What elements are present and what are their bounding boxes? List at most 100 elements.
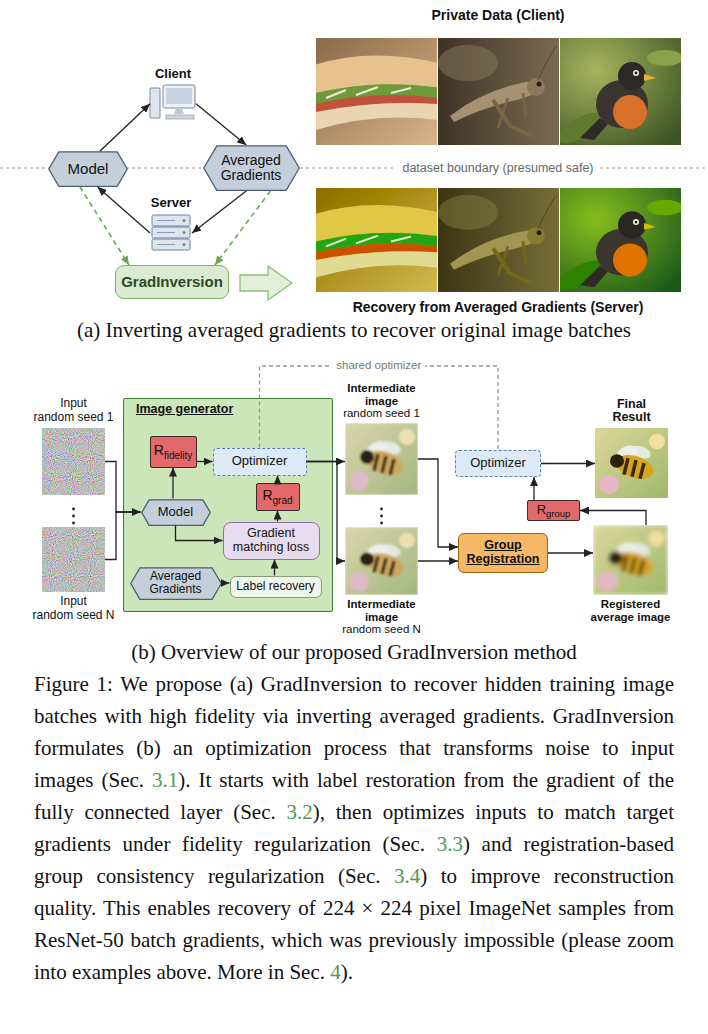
node-label: Registered average image	[586, 598, 676, 623]
outside-caption: Intermediate imagerandom seed 1	[337, 382, 427, 420]
regularizer-box: Rgroup	[527, 500, 580, 521]
text-group: GradInversion	[120, 273, 224, 290]
node-label: R	[537, 502, 546, 517]
recovered-image	[553, 188, 683, 296]
recovered-image	[438, 188, 559, 292]
connector-arrow	[260, 366, 499, 450]
node-label: Label recovery	[235, 580, 317, 594]
noise-image-node: Inputrandom seed N	[42, 527, 105, 592]
subfigure-caption: (a) Inverting averaged gradients to reco…	[77, 318, 631, 343]
node-sublabel: random seed 1	[29, 411, 119, 425]
average-image	[593, 525, 668, 595]
section-ref: 3.2	[287, 800, 313, 824]
connector-arrow	[580, 511, 646, 526]
outside-caption: Client	[133, 67, 213, 82]
noise-image-node: Inputrandom seed 1	[42, 428, 105, 495]
connector-arrow	[277, 476, 278, 483]
outside-caption: Inputrandom seed N	[29, 595, 119, 623]
hexagon-outline	[141, 499, 210, 525]
connector-arrow	[105, 512, 141, 560]
panel-label: Recovery from Averaged Gradients (Server…	[353, 299, 644, 316]
connector-arrow	[100, 104, 150, 151]
text-group: Group Registration	[463, 539, 543, 567]
outside-caption: Final Result	[604, 398, 660, 426]
final-image	[595, 428, 668, 498]
node-label: Gradient matching loss	[228, 527, 315, 555]
node-sublabel: fidelity	[164, 450, 192, 461]
intermediate-image	[345, 423, 418, 495]
intermediate-image	[345, 527, 418, 595]
section-ref: 3.3	[437, 832, 463, 856]
node-label: Averaged Gradients	[219, 153, 282, 184]
node-label: GradInversion	[120, 273, 224, 290]
gradients-hexagon: Averaged Gradients	[130, 567, 222, 600]
text-group: Optimizer	[460, 456, 536, 471]
outside-caption: Intermediate imagerandom seed N	[337, 598, 427, 636]
node-sublabel: grad	[273, 495, 293, 506]
connector-arrow	[196, 104, 246, 145]
connector-arrow	[274, 560, 275, 576]
subfigure-caption: (b) Overview of our proposed GradInversi…	[131, 640, 577, 665]
server-icon: Server	[150, 214, 192, 252]
noise-image	[42, 428, 105, 495]
section-ref: 3.1	[152, 768, 178, 792]
node-sublabel: random seed 1	[337, 407, 427, 420]
section-ref: 4	[330, 960, 341, 984]
outside-caption: Inputrandom seed 1	[29, 397, 119, 425]
label-holder: dataset boundary (presumed safe)	[396, 161, 599, 176]
hexagon-outline	[203, 146, 298, 191]
private-image	[553, 38, 683, 149]
node-label: Intermediate image	[337, 382, 427, 407]
average-image-node: Registered average image	[593, 525, 668, 595]
panel-label: dataset boundary (presumed safe)	[396, 161, 599, 176]
node-label: Input	[29, 397, 119, 411]
client-computer: Client	[150, 85, 196, 119]
node-label: R	[154, 442, 164, 458]
model-hexagon: Model	[141, 499, 211, 526]
client-computer-icon	[150, 85, 195, 119]
process-box: GradInversion	[115, 265, 229, 299]
text-group: Rgroup	[530, 501, 577, 520]
node-label: Server	[131, 196, 211, 211]
text-group: Rfidelity	[153, 442, 194, 461]
label-holder: Private Data (Client)	[431, 7, 564, 24]
recovered-image	[311, 188, 442, 292]
edge-label: shared optimizer	[332, 359, 425, 373]
node-label: Client	[133, 67, 213, 82]
regularizer-box: Rgrad	[256, 483, 300, 511]
node-label: Model	[62, 160, 114, 177]
private-image	[438, 38, 559, 145]
figure-caption: Figure 1: We propose (a) GradInversion t…	[34, 668, 674, 988]
connector-arrow	[277, 511, 278, 522]
loss-box: Gradient matching loss	[223, 522, 320, 560]
caption-block: Figure 1: We propose (a) GradInversion t…	[34, 668, 674, 988]
connector-arrow	[533, 477, 534, 500]
hollow-arrow	[240, 266, 292, 300]
gradients-hexagon: Averaged Gradients	[203, 145, 300, 191]
connector-arrow	[541, 463, 595, 464]
connector-arrow	[307, 462, 346, 562]
generator-panel: Image generatorRfidelityOptimizerModelRg…	[123, 398, 333, 612]
text-group: Model	[152, 505, 200, 520]
connector-arrow	[172, 468, 173, 499]
connector-arrow	[307, 461, 346, 462]
node-label: Input	[29, 595, 119, 609]
node-sublabel: group	[546, 508, 570, 519]
node-label: Group Registration	[463, 539, 543, 567]
final-image-node: Final Result	[595, 428, 668, 498]
connector-arrow	[197, 461, 213, 462]
panel-title: Image generator	[136, 402, 233, 416]
node-label: Model	[152, 505, 200, 520]
connector-arrow	[548, 552, 593, 553]
noise-image	[42, 527, 105, 592]
connector-arrow	[222, 582, 230, 583]
node-label: Optimizer	[460, 456, 536, 471]
hexagon-outline	[49, 152, 128, 187]
optimizer-box: Optimizer	[455, 450, 541, 477]
connector-arrow	[80, 187, 129, 265]
outside-caption: Server	[131, 196, 211, 211]
label-holder: Recovery from Averaged Gradients (Server…	[353, 299, 644, 316]
connector-arrow	[98, 187, 150, 233]
node-label: Averaged Gradients	[142, 570, 208, 595]
connector-arrow	[192, 191, 246, 233]
